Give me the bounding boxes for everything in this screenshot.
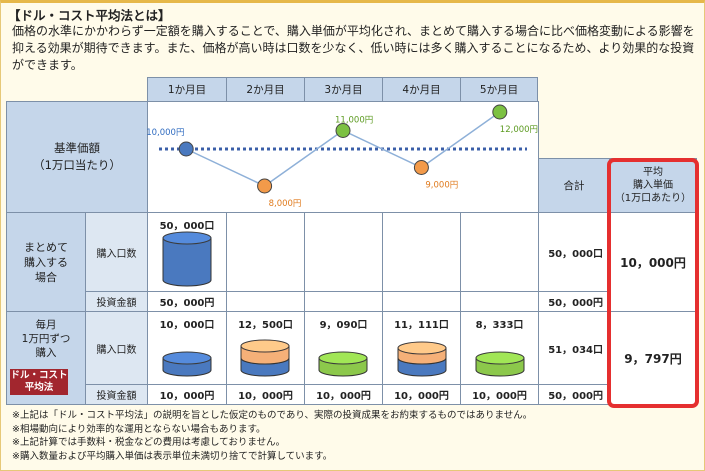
note-line: ※上記は「ドル・コスト平均法」の説明を旨とした仮定のものであり、実際の投資成果を… xyxy=(12,410,533,421)
dca-total-units: 51，034口 xyxy=(538,311,610,385)
notes: ※上記は「ドル・コスト平均法」の説明を旨とした仮定のものであり、実際の投資成果を… xyxy=(12,409,698,463)
price-label: 10,000円 xyxy=(147,128,184,138)
price-point xyxy=(335,123,351,138)
dca-units-month-2: 12，500口 xyxy=(226,311,305,385)
lumpsum-empty-4 xyxy=(382,212,461,292)
dca-units-label: 購入口数 xyxy=(85,311,148,385)
lumpsum-amount-empty-5 xyxy=(460,291,539,312)
month-header-4: 4か月目 xyxy=(382,77,461,102)
price-point xyxy=(178,141,194,157)
dca-avg-price: 9，797円 xyxy=(609,311,697,405)
month-header-2: 2か月目 xyxy=(226,77,305,102)
page-title: 【ドル・コスト平均法とは】 xyxy=(8,8,171,23)
lumpsum-avg-price: 10，000円 xyxy=(609,212,697,312)
lumpsum-amount-empty-3 xyxy=(304,291,383,312)
lumpsum-amount-label: 投資金額 xyxy=(85,291,148,312)
price-point xyxy=(257,178,273,194)
lumpsum-total-amount: 50，000円 xyxy=(538,291,610,312)
intro-text: 価格の水準にかかわらず一定額を購入することで、購入単価が平均化され、まとめて購入… xyxy=(12,24,695,72)
lumpsum-amount-month-1: 50，000円 xyxy=(147,291,227,312)
price-line-chart: 10,000円 8,000円 11,000円 9,000円 12,000円 xyxy=(147,104,538,209)
month-header-3: 3か月目 xyxy=(304,77,383,102)
avg-price-header: 平均 購入単価 （1万口あたり） xyxy=(609,158,697,213)
dca-amount-month-5: 10，000円 xyxy=(460,384,539,405)
lumpsum-amount-empty-4 xyxy=(382,291,461,312)
lumpsum-empty-3 xyxy=(304,212,383,292)
avg-price-highlight xyxy=(607,158,699,408)
dca-amount-month-3: 10，000円 xyxy=(304,384,383,405)
price-point xyxy=(492,104,508,120)
dca-badge: ドル・コスト 平均法 xyxy=(10,369,68,395)
lumpsum-label: まとめて 購入する 場合 xyxy=(6,212,86,312)
total-header: 合計 xyxy=(538,158,610,213)
price-label: 11,000円 xyxy=(335,116,373,126)
month-header-1: 1か月目 xyxy=(147,77,227,102)
lumpsum-units-month-1: 50，000口 xyxy=(147,212,227,292)
dca-units-month-1: 10，000口 xyxy=(147,311,227,385)
price-label: 12,000円 xyxy=(500,125,538,135)
dca-units-value-1: 10，000口 xyxy=(159,320,215,331)
dca-amount-month-1: 10，000円 xyxy=(147,384,227,405)
lumpsum-units-label: 購入口数 xyxy=(85,212,148,292)
dca-amount-label: 投資金額 xyxy=(85,384,148,405)
dca-units-month-5: 8，333口 xyxy=(460,311,539,385)
dca-amount-month-4: 10，000円 xyxy=(382,384,461,405)
price-label: 9,000円 xyxy=(425,181,458,191)
base-price-label: 基準価額 （1万口当たり） xyxy=(6,101,148,213)
dca-units-month-3: 9，090口 xyxy=(304,311,383,385)
note-line: ※相場動向により効率的な運用とならない場合もあります。 xyxy=(12,423,266,435)
price-label: 8,000円 xyxy=(269,199,302,209)
lumpsum-amount-empty-2 xyxy=(226,291,305,312)
lumpsum-units-value: 50，000口 xyxy=(159,221,215,232)
note-line: ※購入数量および平均購入単価は表示単位未満切り捨てで計算しています。 xyxy=(12,450,333,462)
price-point xyxy=(413,160,429,175)
dca-amount-month-2: 10，000円 xyxy=(226,384,305,405)
dca-units-value-2: 12，500口 xyxy=(238,320,293,331)
month-header-5: 5か月目 xyxy=(460,77,538,102)
note-line: ※上記計算では手数料・税金などの費用は考慮しておりません。 xyxy=(12,437,286,448)
lumpsum-total-units: 50，000口 xyxy=(538,212,610,292)
lumpsum-empty-2 xyxy=(226,212,305,292)
dca-total-amount: 50，000円 xyxy=(538,384,610,405)
dca-units-value-3: 9，090口 xyxy=(319,320,368,331)
dca-units-value-4: 11，111口 xyxy=(394,320,449,331)
lumpsum-empty-5 xyxy=(460,212,539,292)
dca-units-month-4: 11，111口 xyxy=(382,311,461,385)
dca-units-value-5: 8，333口 xyxy=(475,320,524,331)
